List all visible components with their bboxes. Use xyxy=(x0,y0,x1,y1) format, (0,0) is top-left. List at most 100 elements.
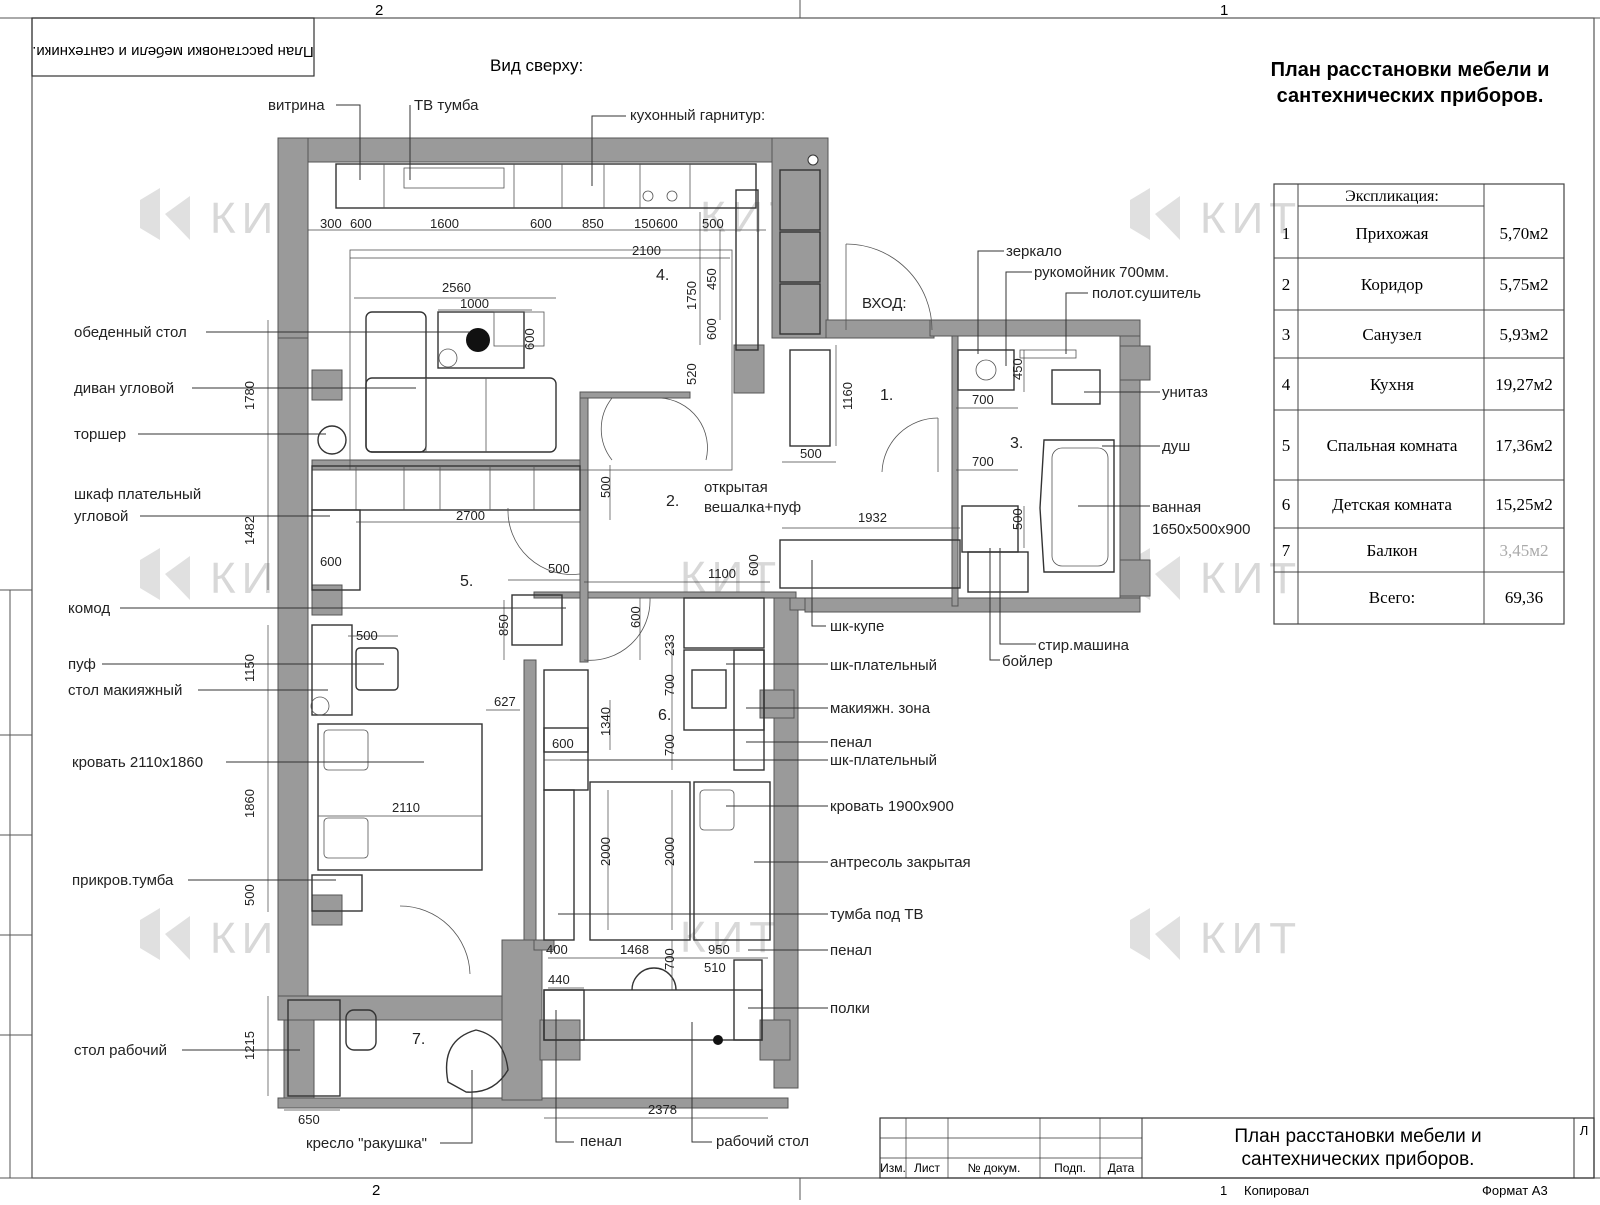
svg-text:1482: 1482 xyxy=(242,516,257,545)
furniture-labels: витрина ТВ тумба кухонный гарнитур: обед… xyxy=(68,97,1250,1152)
stamp-format: Формат А3 xyxy=(1482,1183,1548,1198)
label-bath-1: ванная xyxy=(1152,499,1201,516)
plant-icon xyxy=(466,328,490,352)
stamp-col-doc: № докум. xyxy=(968,1161,1021,1175)
svg-text:600: 600 xyxy=(746,554,761,576)
label-tv-stand: тумба под ТВ xyxy=(830,906,924,923)
svg-text:Кухня: Кухня xyxy=(1370,375,1414,394)
svg-text:600: 600 xyxy=(704,318,719,340)
svg-text:850: 850 xyxy=(582,216,604,231)
sheet-title-line1: План расстановки мебели и xyxy=(1271,59,1550,81)
svg-text:КИТ: КИТ xyxy=(1200,914,1302,963)
leader-lines xyxy=(102,104,1160,1144)
label-wardrobe-1: шк-плательный xyxy=(830,657,937,674)
title-block: Изм. Лист № докум. Подп. Дата План расст… xyxy=(879,1117,1595,1198)
label-work-desk-bottom: рабочий стол xyxy=(716,1133,809,1150)
label-shower: душ xyxy=(1162,438,1190,455)
room-2-number: 2. xyxy=(666,493,679,510)
label-washer: стир.машина xyxy=(1038,637,1130,654)
watermark-logo-icon xyxy=(1130,908,1180,960)
label-wardrobe-2: шк-плательный xyxy=(830,752,937,769)
svg-text:Прихожая: Прихожая xyxy=(1356,224,1429,243)
svg-text:500: 500 xyxy=(548,561,570,576)
stamp-title-line2: сантехнических приборов. xyxy=(1242,1149,1475,1170)
svg-text:400: 400 xyxy=(546,942,568,957)
stamp-col-date: Дата xyxy=(1108,1161,1135,1175)
svg-text:850: 850 xyxy=(496,614,511,636)
svg-text:1215: 1215 xyxy=(242,1031,257,1060)
svg-text:700: 700 xyxy=(662,674,677,696)
rotated-stamp-text: План расстановки мебели и сантехники. xyxy=(32,43,313,60)
svg-text:450: 450 xyxy=(704,268,719,290)
explication-row: 1 Прихожая 5,70м2 xyxy=(1282,224,1549,243)
svg-text:600: 600 xyxy=(530,216,552,231)
label-mezzanine: антресоль закрытая xyxy=(830,854,971,871)
svg-text:950: 950 xyxy=(708,942,730,957)
svg-text:КИТ: КИТ xyxy=(680,913,782,962)
svg-text:1160: 1160 xyxy=(840,382,855,410)
watermark-9: КИТ xyxy=(680,913,782,962)
svg-text:500: 500 xyxy=(800,446,822,461)
top-number-2: 2 xyxy=(375,2,383,19)
svg-text:17,36м2: 17,36м2 xyxy=(1495,436,1553,455)
svg-text:700: 700 xyxy=(662,734,677,756)
stamp-title-line1: План расстановки мебели и xyxy=(1234,1126,1481,1147)
svg-text:3: 3 xyxy=(1282,325,1291,344)
room-7-number: 7. xyxy=(412,1031,425,1048)
svg-text:5,75м2: 5,75м2 xyxy=(1499,275,1548,294)
furniture xyxy=(287,163,1115,1097)
view-label: Вид сверху: xyxy=(490,56,583,75)
svg-text:2: 2 xyxy=(1282,275,1291,294)
label-penal-bottom: пенал xyxy=(580,1133,622,1150)
walls xyxy=(277,137,1151,1109)
label-corner-sofa: диван угловой xyxy=(74,380,174,397)
svg-text:510: 510 xyxy=(704,960,726,975)
svg-text:2000: 2000 xyxy=(598,837,613,866)
svg-text:1600: 1600 xyxy=(430,216,459,231)
rotated-stamp: План расстановки мебели и сантехники. xyxy=(31,17,315,77)
svg-text:Санузел: Санузел xyxy=(1362,325,1422,344)
svg-text:2378: 2378 xyxy=(648,1102,677,1117)
label-sliding-wardrobe: шк-купе xyxy=(830,618,884,635)
label-penal-2: пенал xyxy=(830,942,872,959)
label-wardrobe-corner-2: угловой xyxy=(74,508,128,525)
label-makeup-zone: макияжн. зона xyxy=(830,700,931,717)
watermark-6: КИТ xyxy=(1130,908,1302,963)
svg-text:300: 300 xyxy=(320,216,342,231)
svg-text:15,25м2: 15,25м2 xyxy=(1495,495,1553,514)
svg-text:Спальная комната: Спальная комната xyxy=(1327,436,1458,455)
svg-text:500: 500 xyxy=(1010,508,1025,530)
svg-text:1: 1 xyxy=(1282,224,1291,243)
stamp-col-izm: Изм. xyxy=(880,1161,906,1175)
svg-text:600: 600 xyxy=(628,606,643,628)
label-vitrina: витрина xyxy=(268,97,325,114)
label-bath-2: 1650х500х900 xyxy=(1152,521,1250,538)
label-towel-dryer: полот.сушитель xyxy=(1092,285,1201,302)
room-6-number: 6. xyxy=(658,707,671,724)
svg-text:19,27м2: 19,27м2 xyxy=(1495,375,1553,394)
label-puf: пуф xyxy=(68,656,96,673)
label-wardrobe-corner-1: шкаф плательный xyxy=(74,486,201,503)
label-shelves: полки xyxy=(830,1000,870,1017)
svg-text:627: 627 xyxy=(494,694,516,709)
svg-text:КИТ: КИТ xyxy=(1200,554,1302,603)
svg-text:1468: 1468 xyxy=(620,942,649,957)
explication-row: 4 Кухня 19,27м2 xyxy=(1282,375,1553,394)
top-number-1: 1 xyxy=(1220,2,1228,19)
room-4-number: 4. xyxy=(656,267,669,284)
svg-text:1000: 1000 xyxy=(460,296,489,311)
label-bed-small: кровать 1900х900 xyxy=(830,798,954,815)
explication-total-value: 69,36 xyxy=(1505,588,1543,607)
dimension-texts: 300 600 1600 600 850 150 600 500 2100 25… xyxy=(242,216,1025,1127)
stamp-copied: Копировал xyxy=(1244,1183,1309,1198)
svg-text:600: 600 xyxy=(552,736,574,751)
svg-text:600: 600 xyxy=(656,216,678,231)
svg-text:600: 600 xyxy=(320,554,342,569)
svg-text:150: 150 xyxy=(634,216,656,231)
svg-text:5,93м2: 5,93м2 xyxy=(1499,325,1548,344)
label-bedside: прикров.тумба xyxy=(72,872,174,889)
stamp-col-sign: Подп. xyxy=(1054,1161,1086,1175)
room-1-number: 1. xyxy=(880,387,893,404)
svg-text:1100: 1100 xyxy=(708,566,736,581)
svg-text:1750: 1750 xyxy=(684,281,699,310)
